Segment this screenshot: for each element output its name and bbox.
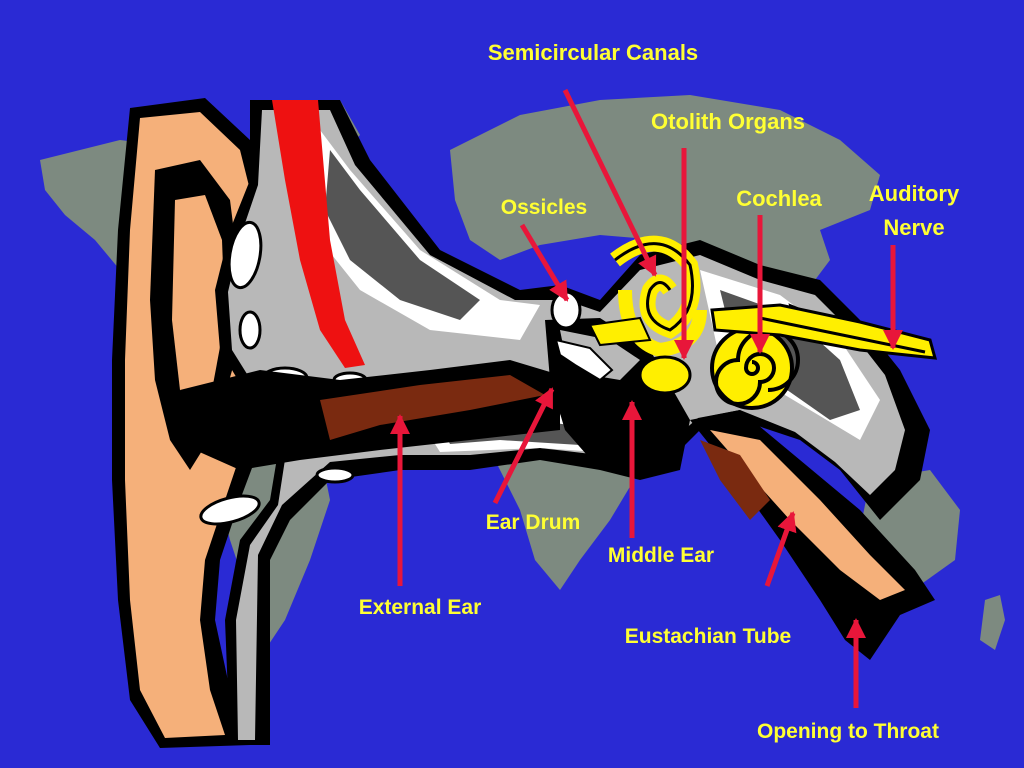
label-auditory-nerve-line2: Nerve: [883, 215, 945, 240]
label-opening-to-throat: Opening to Throat: [757, 720, 939, 743]
label-ear-drum: Ear Drum: [485, 511, 581, 534]
arrow-semicircular-canals: [562, 88, 658, 277]
label-otolith-organs: Otolith Organs: [651, 109, 805, 134]
label-cochlea: Cochlea: [736, 186, 822, 211]
arrow-ear-drum: [492, 387, 555, 505]
label-external-ear: External Ear: [358, 596, 482, 619]
arrow-ossicles: [519, 223, 570, 302]
blood-vessel: [272, 100, 365, 368]
label-auditory-nerve-line1: Auditory: [868, 181, 960, 206]
label-auditory-nerve: Auditory Nerve: [848, 181, 980, 241]
label-eustachian-tube: Eustachian Tube: [624, 625, 792, 648]
label-middle-ear: Middle Ear: [607, 544, 715, 567]
ear-canal: [180, 360, 560, 470]
eustachian-tube-shape: [690, 410, 935, 660]
cochlea-spiral: [710, 326, 794, 410]
label-semicircular-canals: Semicircular Canals: [487, 40, 699, 65]
pointer-arrows: [390, 88, 903, 708]
label-ossicles: Ossicles: [500, 196, 588, 219]
arrow-eustachian-tube: [764, 511, 797, 587]
